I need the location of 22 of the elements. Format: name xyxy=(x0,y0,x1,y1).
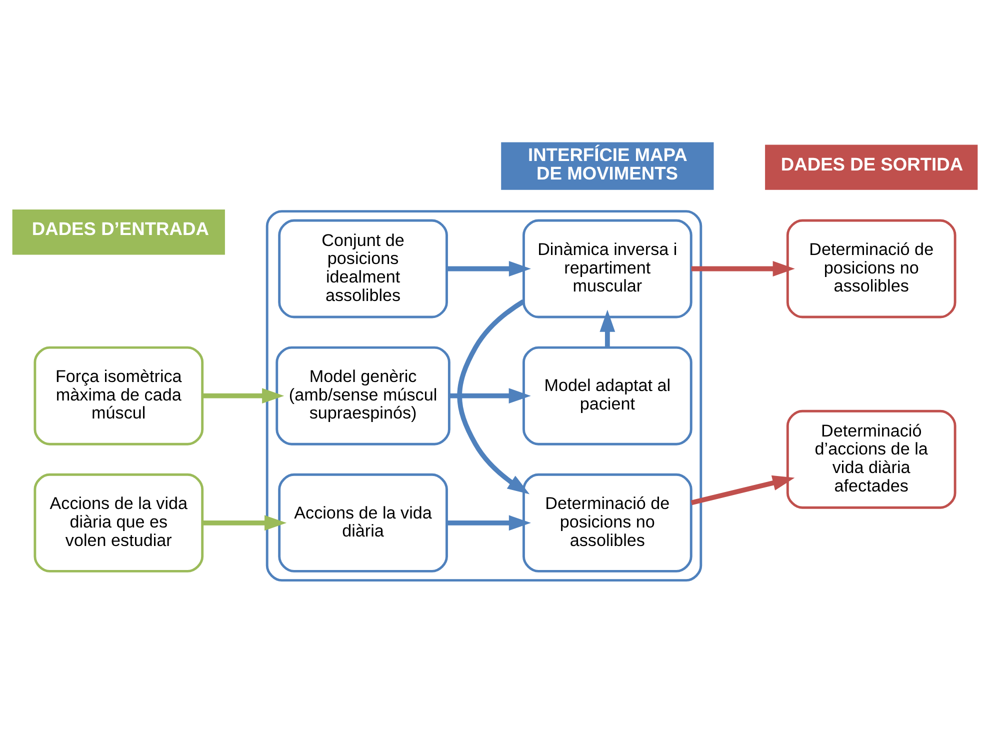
arrow xyxy=(691,261,795,276)
node-box: Determinació de posicions no assolibles xyxy=(786,219,956,318)
node-box: Conjunt de posicions idealment assolibles xyxy=(278,219,448,318)
arrow xyxy=(446,515,531,531)
node-box: Model genèric (amb/sense múscul supraespinós) xyxy=(276,346,450,446)
node-box: DADES D’ENTRADA xyxy=(12,209,225,255)
arrow xyxy=(457,299,530,494)
node-box: Accions de la vida diària xyxy=(278,473,448,572)
node-box: Dinàmica inversa i repartiment muscular xyxy=(522,219,692,318)
node-box: Força isomètrica màxima de cada múscul xyxy=(34,346,204,446)
node-box: Determinació d’accions de la vida diària afectades xyxy=(786,410,956,509)
arrow xyxy=(449,388,531,404)
arrow xyxy=(690,475,795,506)
node-box: Accions de la vida diària que es volen estudiar xyxy=(34,473,204,572)
node-box: INTERFÍCIE MAPA DE MOVIMENTS xyxy=(501,142,714,190)
arrow xyxy=(202,515,287,531)
arrow xyxy=(202,388,284,404)
node-box: DADES DE SORTIDA xyxy=(765,144,978,190)
arrow xyxy=(446,261,531,276)
arrow xyxy=(600,310,616,348)
node-box: Model adaptat al pacient xyxy=(522,346,692,446)
node-box: Determinació de posicions no assolibles xyxy=(522,473,692,572)
